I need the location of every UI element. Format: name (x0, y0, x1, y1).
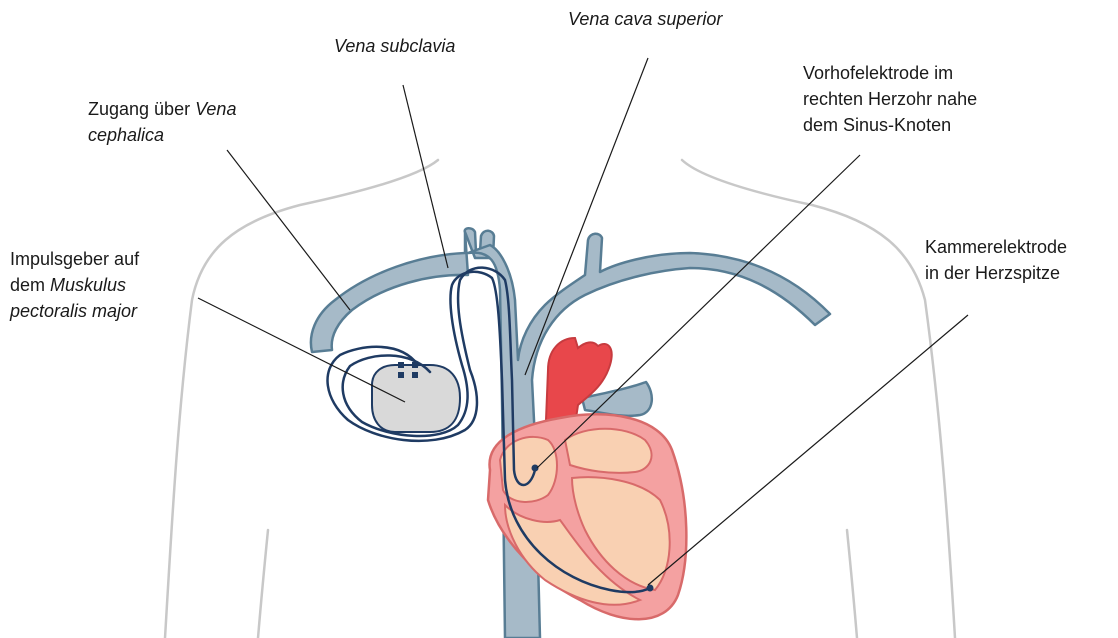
leader-vena-cava (525, 58, 648, 375)
zugang-line-2: cephalica (88, 122, 236, 148)
vena-subclavia-left (311, 232, 468, 352)
connector-port-1 (398, 362, 404, 368)
impuls-line-2: dem Muskulus (10, 272, 139, 298)
label-vena-cava-superior: Vena cava superior (568, 6, 722, 32)
vorhof-line-1: Vorhofelektrode im (803, 60, 977, 86)
leader-vena-subclavia (403, 85, 448, 268)
label-vorhof: Vorhofelektrode im rechten Herzohr nahe … (803, 60, 977, 138)
label-kammer: Kammerelektrode in der Herzspitze (925, 234, 1067, 286)
vena-subclavia-text: Vena subclavia (334, 36, 455, 56)
right-arm-line (847, 530, 857, 638)
leader-impuls (198, 298, 405, 402)
kammer-line-1: Kammerelektrode (925, 234, 1067, 260)
zugang-line-1: Zugang über Vena (88, 96, 236, 122)
right-shoulder-line (682, 160, 955, 638)
vorhof-line-3: dem Sinus-Knoten (803, 112, 977, 138)
connector-port-4 (412, 372, 418, 378)
leader-zugang (227, 150, 350, 310)
leader-kammer (648, 315, 968, 585)
impuls-line-3: pectoralis major (10, 298, 139, 324)
label-zugang: Zugang über Vena cephalica (88, 96, 236, 148)
label-vena-subclavia: Vena subclavia (334, 33, 455, 59)
left-arm-line (258, 530, 268, 638)
right-atrium (500, 437, 557, 502)
connector-port-3 (398, 372, 404, 378)
label-impuls: Impulsgeber auf dem Muskulus pectoralis … (10, 246, 139, 324)
left-atrium (565, 429, 652, 473)
pulse-generator (372, 362, 460, 432)
ventricular-electrode-tip (647, 585, 654, 592)
vena-cava-text: Vena cava superior (568, 9, 722, 29)
kammer-line-2: in der Herzspitze (925, 260, 1067, 286)
impuls-line-1: Impulsgeber auf (10, 246, 139, 272)
vorhof-line-2: rechten Herzohr nahe (803, 86, 977, 112)
